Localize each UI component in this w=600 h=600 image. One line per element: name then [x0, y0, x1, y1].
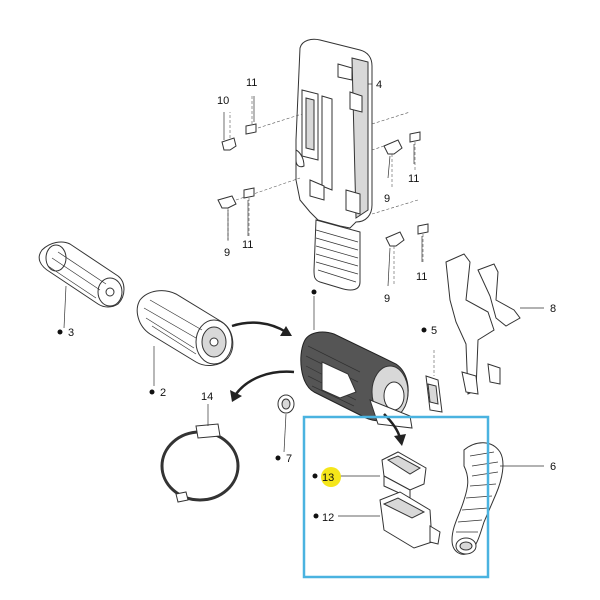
callout-5[interactable]: 5 [421, 325, 438, 337]
callout-11c-text: 11 [408, 173, 419, 185]
callout-10[interactable]: 10 [217, 95, 229, 107]
callout-8[interactable]: 8 [550, 303, 556, 315]
callout-14[interactable]: 14 [201, 391, 213, 403]
callout-13-marker [321, 467, 341, 487]
clip-9b-part[interactable] [371, 139, 403, 188]
screw-11d-part[interactable] [371, 199, 429, 262]
callout-1[interactable] [311, 289, 317, 295]
intake-hose-part[interactable] [451, 442, 504, 555]
callout-11a[interactable]: 11 [246, 77, 257, 89]
callout-7-text: 7 [286, 453, 292, 465]
leader-lines [63, 83, 544, 517]
callout-labels: 2 3 4 5 6 7 8 9 9 9 [57, 77, 556, 524]
callout-2-text: 2 [160, 387, 166, 399]
callout-7[interactable]: 7 [275, 453, 293, 465]
clip-9c-part[interactable] [385, 231, 405, 286]
callout-6-text: 6 [550, 461, 556, 473]
callout-11b[interactable]: 11 [242, 239, 253, 251]
screw-11b-part[interactable] [243, 187, 255, 236]
callout-11c[interactable]: 11 [408, 173, 419, 185]
filter-housing-part[interactable] [300, 296, 413, 429]
intake-duct-part[interactable] [313, 219, 361, 291]
mounting-bracket-part[interactable] [445, 253, 521, 395]
flow-arrow-in [231, 321, 292, 336]
callout-14-text: 14 [201, 391, 213, 403]
callout-9c[interactable]: 9 [384, 293, 390, 305]
callout-12-text: 12 [322, 512, 334, 524]
callout-6[interactable]: 6 [550, 461, 556, 473]
callout-9b-text: 9 [384, 193, 390, 205]
bracket-5-part[interactable] [425, 350, 443, 413]
screw-11a-part[interactable] [245, 94, 303, 135]
callout-10-text: 10 [217, 95, 229, 107]
plug-7-part[interactable] [277, 394, 295, 414]
callout-11b-text: 11 [242, 239, 253, 251]
callout-11d[interactable]: 11 [416, 271, 427, 283]
callout-4[interactable]: 4 [376, 79, 382, 91]
callout-2[interactable]: 2 [149, 387, 167, 399]
callout-11d-text: 11 [416, 271, 427, 283]
callout-3-text: 3 [68, 327, 74, 339]
highlight-box [302, 415, 490, 579]
primary-filter-part[interactable] [136, 290, 234, 366]
callout-13-text: 13 [322, 472, 334, 484]
flow-arrow-out [230, 370, 295, 402]
callout-12[interactable]: 12 [313, 512, 335, 524]
callout-9a-text: 9 [224, 247, 230, 259]
clip-9a-part[interactable] [217, 177, 301, 242]
callout-8-text: 8 [550, 303, 556, 315]
callout-5-text: 5 [431, 325, 437, 337]
valve-cap-part[interactable] [381, 451, 427, 499]
callout-3[interactable]: 3 [57, 327, 75, 339]
screw-11c-part[interactable] [371, 111, 421, 170]
band-clamp-part[interactable] [160, 423, 240, 503]
callout-11a-text: 11 [246, 77, 257, 89]
clip-10-part[interactable] [221, 112, 237, 151]
callout-9c-text: 9 [384, 293, 390, 305]
housing-cover-part[interactable] [295, 38, 373, 229]
callout-9a[interactable]: 9 [224, 247, 230, 259]
callout-13[interactable]: 13 [312, 472, 335, 484]
callout-9b[interactable]: 9 [384, 193, 390, 205]
secondary-filter-part[interactable] [38, 241, 125, 308]
outlet-connector-part[interactable] [379, 491, 441, 549]
callout-4-text: 4 [376, 79, 382, 91]
